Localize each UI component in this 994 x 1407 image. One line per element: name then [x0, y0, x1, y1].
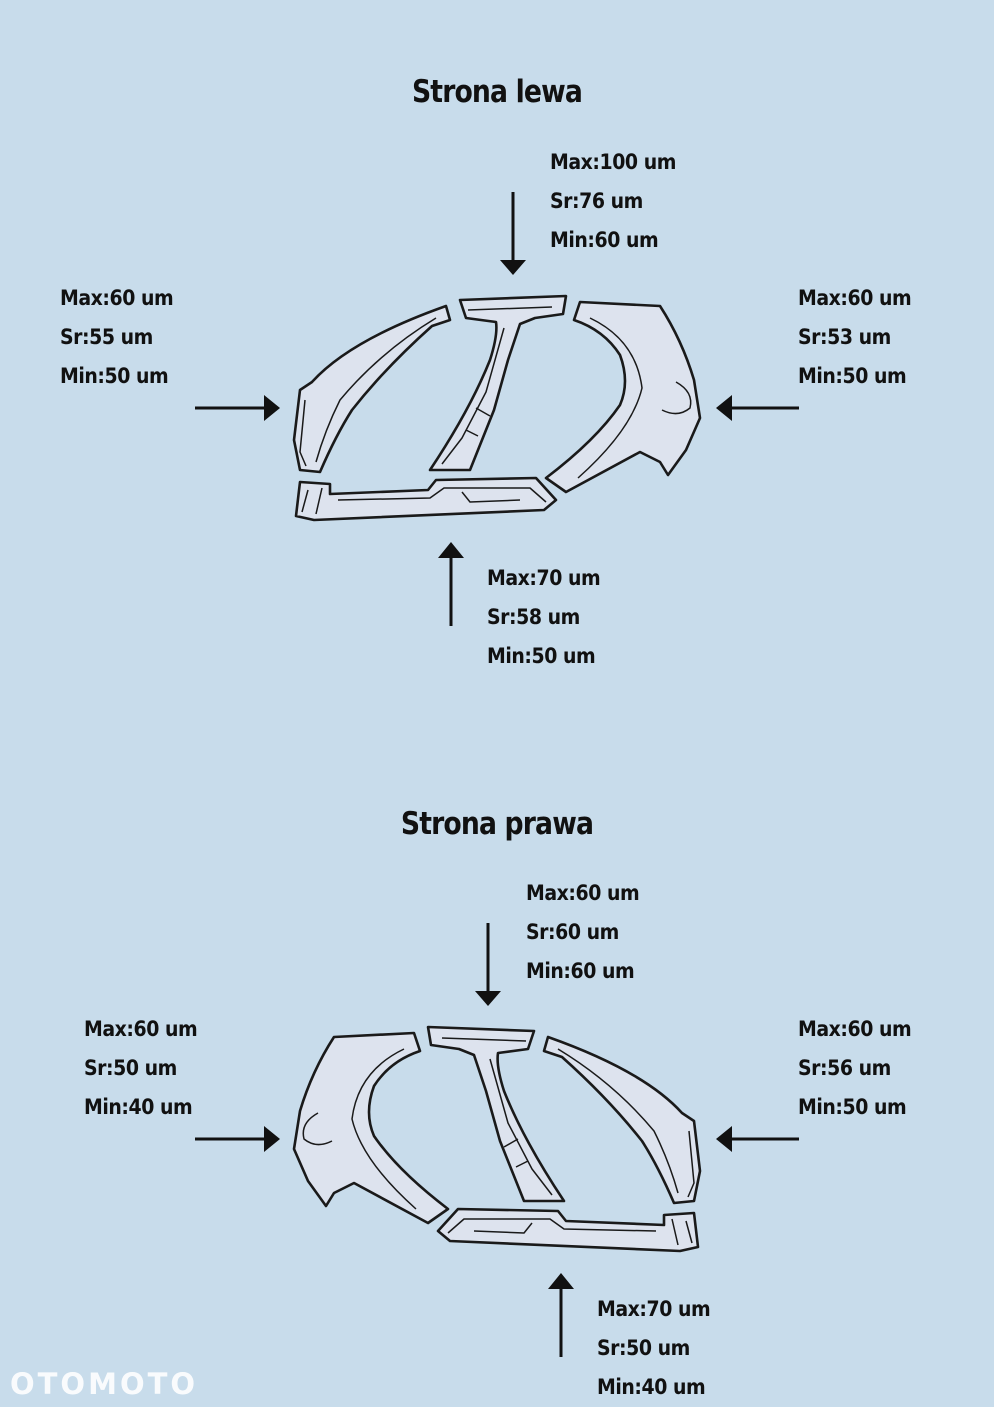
- readout-min: Min:40 um: [84, 1095, 193, 1119]
- readout-front-right-side: Max:60 um Sr:56 um Min:50 um: [798, 1010, 912, 1127]
- readout-max: Max:60 um: [798, 1017, 912, 1041]
- car-side-panel-left: [292, 294, 702, 522]
- watermark-logo: OTOMOTO: [10, 1367, 199, 1401]
- section-title-left-side: Strona lewa: [411, 74, 583, 110]
- readout-sr: Sr:50 um: [597, 1336, 690, 1360]
- readout-sr: Sr:53 um: [798, 325, 891, 349]
- readout-min: Min:50 um: [798, 364, 907, 388]
- a-pillar-panel: [292, 304, 452, 474]
- readout-max: Max:60 um: [60, 286, 174, 310]
- readout-top-left-side: Max:100 um Sr:76 um Min:60 um: [550, 143, 676, 260]
- readout-sr: Sr:76 um: [550, 189, 643, 213]
- arrow-up-icon: [438, 542, 464, 626]
- readout-front-left-side: Max:60 um Sr:55 um Min:50 um: [60, 279, 174, 396]
- section-title-right-side: Strona prawa: [400, 806, 594, 842]
- rear-quarter-panel: [544, 300, 702, 494]
- readout-min: Min:50 um: [60, 364, 169, 388]
- readout-max: Max:100 um: [550, 150, 676, 174]
- b-pillar-panel: [428, 294, 568, 472]
- arrow-left-icon: [716, 395, 799, 421]
- sill-panel: [294, 476, 558, 522]
- arrow-left-icon: [716, 1126, 799, 1152]
- readout-sill-left-side: Max:70 um Sr:58 um Min:50 um: [487, 559, 601, 676]
- arrow-right-icon: [195, 395, 280, 421]
- rear-quarter-panel: [292, 1031, 450, 1225]
- arrow-up-icon: [548, 1273, 574, 1357]
- readout-min: Min:60 um: [550, 228, 659, 252]
- readout-min: Min:40 um: [597, 1375, 706, 1399]
- arrow-down-icon: [500, 192, 526, 275]
- readout-min: Min:50 um: [798, 1095, 907, 1119]
- readout-min: Min:60 um: [526, 959, 635, 983]
- car-side-panel-right: [292, 1025, 702, 1253]
- b-pillar-panel: [426, 1025, 566, 1203]
- readout-rear-left-side: Max:60 um Sr:53 um Min:50 um: [798, 279, 912, 396]
- readout-sr: Sr:56 um: [798, 1056, 891, 1080]
- readout-max: Max:70 um: [487, 566, 601, 590]
- readout-max: Max:70 um: [597, 1297, 711, 1321]
- a-pillar-panel: [542, 1035, 702, 1205]
- arrow-right-icon: [195, 1126, 280, 1152]
- readout-top-right-side: Max:60 um Sr:60 um Min:60 um: [526, 874, 640, 991]
- readout-max: Max:60 um: [84, 1017, 198, 1041]
- readout-rear-right-side: Max:60 um Sr:50 um Min:40 um: [84, 1010, 198, 1127]
- readout-sr: Sr:58 um: [487, 605, 580, 629]
- readout-sr: Sr:55 um: [60, 325, 153, 349]
- sill-panel: [436, 1207, 700, 1253]
- readout-max: Max:60 um: [526, 881, 640, 905]
- readout-sill-right-side: Max:70 um Sr:50 um Min:40 um: [597, 1290, 711, 1407]
- readout-min: Min:50 um: [487, 644, 596, 668]
- readout-sr: Sr:60 um: [526, 920, 619, 944]
- arrow-down-icon: [475, 923, 501, 1006]
- readout-sr: Sr:50 um: [84, 1056, 177, 1080]
- readout-max: Max:60 um: [798, 286, 912, 310]
